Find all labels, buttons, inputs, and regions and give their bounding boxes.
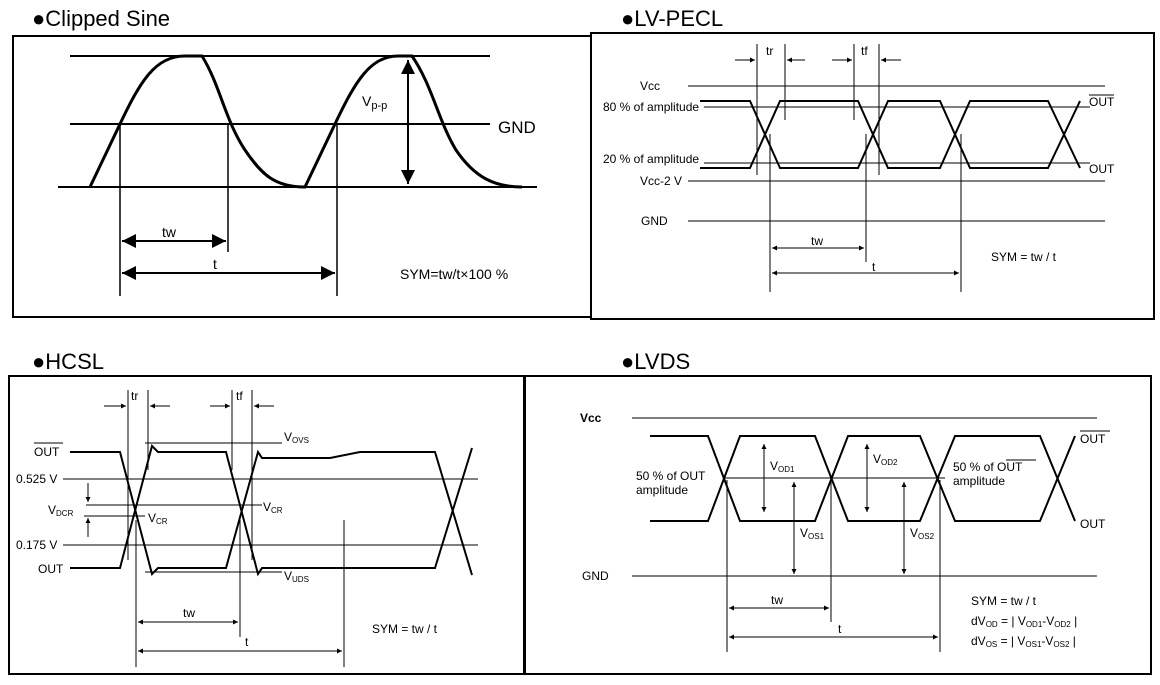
vos1-label: VOS1 — [800, 526, 825, 541]
out-bar-label: OUT — [34, 445, 60, 459]
amp-right-label-2: amplitude — [953, 474, 1005, 488]
gnd-label: GND — [582, 569, 609, 583]
tw-label: tw — [183, 606, 195, 620]
vpp-label: Vp-p — [362, 93, 387, 112]
out-bar-label: OUT — [1080, 432, 1106, 446]
t-label: t — [245, 635, 249, 649]
vcc2-label: Vcc-2 V — [640, 174, 682, 188]
gnd-label: GND — [498, 118, 536, 137]
vcc-label: Vcc — [640, 79, 660, 93]
clipped-sine-panel: ●Clipped Sine GND Vp-p tw t SYM=tw/t×100… — [12, 6, 592, 318]
out-bar-label: OUT — [1089, 95, 1115, 109]
lvpecl-panel: ●LV-PECL Vcc 80 % of amplitude 20 % of a… — [590, 6, 1155, 320]
amp-right-label-1: 50 % of OUT — [953, 460, 1023, 474]
vuds-label: VUDS — [284, 569, 309, 584]
lvds-title: ●LVDS — [621, 349, 690, 374]
hcsl-panel: ●HCSL OUT 0.525 V 0.175 V OUT VDCR VCR V… — [8, 349, 525, 675]
t-label: t — [213, 256, 217, 272]
tw-label: tw — [771, 593, 783, 607]
t-label: t — [872, 260, 876, 274]
gnd-label: GND — [641, 214, 668, 228]
vdcr-label: VDCR — [48, 503, 74, 518]
amp20-label: 20 % of amplitude — [603, 152, 699, 166]
tw-label: tw — [162, 224, 177, 240]
vovs-label: VOVS — [284, 430, 309, 445]
tr-label: tr — [766, 44, 773, 58]
lvds-frame — [524, 375, 1152, 675]
tw-label: tw — [811, 234, 823, 248]
dvos-formula: dVOS = | VOS1-VOS2 | — [971, 634, 1076, 649]
lvds-panel: ●LVDS Vcc GND OUT OUT 50 % of OUT amplit… — [524, 349, 1152, 675]
vod1-label: VOD1 — [770, 459, 795, 474]
tr-label: tr — [131, 389, 138, 403]
amp80-label: 80 % of amplitude — [603, 100, 699, 114]
hcsl-title: ●HCSL — [32, 349, 104, 374]
sym-formula: SYM = tw / t — [991, 250, 1057, 264]
out-waveform — [650, 435, 1076, 522]
vcr-label-1: VCR — [148, 511, 168, 526]
clipped-sine-title: ●Clipped Sine — [32, 6, 170, 31]
out-bar-waveform — [70, 449, 473, 576]
out-bar-waveform — [700, 100, 1081, 169]
vod2-label: VOD2 — [873, 452, 898, 467]
t-label: t — [838, 622, 842, 636]
v0175-label: 0.175 V — [16, 538, 57, 552]
sym-formula: SYM=tw/t×100 % — [400, 266, 508, 282]
out-label: OUT — [38, 562, 64, 576]
lvpecl-title: ●LV-PECL — [621, 6, 723, 31]
out-waveform — [700, 100, 1081, 169]
tf-label: tf — [236, 389, 243, 403]
clipped-sine-waveform — [88, 54, 523, 189]
out-bar-waveform — [650, 435, 1076, 522]
amp-left-label-1: 50 % of OUT — [636, 469, 706, 483]
lvpecl-frame — [590, 32, 1155, 320]
dvod-formula: dVOD = | VOD1-VOD2 | — [971, 614, 1077, 629]
tf-label: tf — [861, 44, 868, 58]
sym-formula: SYM = tw / t — [971, 594, 1037, 608]
out-waveform — [70, 444, 473, 577]
hcsl-frame — [8, 375, 525, 675]
vcc-label: Vcc — [580, 411, 602, 425]
vos2-label: VOS2 — [910, 526, 935, 541]
v0525-label: 0.525 V — [16, 472, 57, 486]
out-label: OUT — [1080, 517, 1106, 531]
sym-formula: SYM = tw / t — [372, 622, 438, 636]
vcr-label-2: VCR — [263, 500, 283, 515]
amp-left-label-2: amplitude — [636, 483, 688, 497]
out-label: OUT — [1089, 162, 1115, 176]
